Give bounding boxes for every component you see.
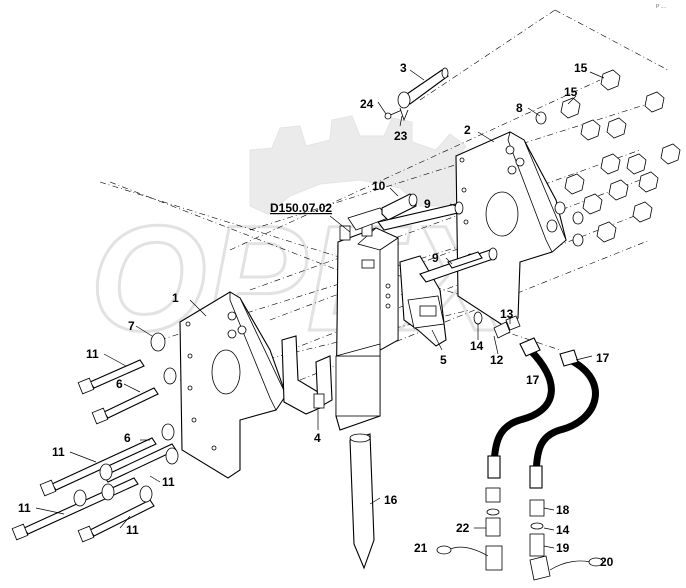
bracket-4 (281, 335, 333, 415)
callout-10: 10 (372, 179, 386, 193)
corner-mark: P .... (656, 4, 666, 10)
side-plate-left (179, 291, 287, 479)
callout-13: 13 (500, 307, 514, 321)
callout-9a: 9 (424, 197, 431, 211)
callout-17b: 17 (596, 351, 610, 365)
callout-5: 5 (440, 353, 447, 367)
couplings (436, 487, 604, 581)
callout-20: 20 (600, 555, 614, 569)
callout-11b: 11 (52, 445, 65, 459)
reference-label: D150.07.02 (270, 201, 332, 215)
callout-19: 19 (556, 541, 570, 555)
reference-label-leader (329, 215, 351, 233)
callout-11c: 11 (162, 475, 175, 489)
callout-9b: 9 (432, 251, 439, 265)
callout-7: 7 (128, 319, 135, 333)
callout-15b: 15 (564, 85, 578, 99)
pins (377, 193, 498, 283)
callout-16: 16 (384, 493, 398, 507)
callout-2: 2 (464, 123, 471, 137)
callout-11d: 11 (18, 501, 31, 515)
bolts-left (11, 332, 179, 543)
callout-4: 4 (314, 431, 321, 445)
callout-8: 8 (516, 101, 523, 115)
callout-1: 1 (172, 291, 179, 305)
breaker-body (335, 207, 399, 431)
leader-lines (35, 69, 605, 549)
callout-24: 24 (360, 97, 374, 111)
watermark: OPEX (89, 115, 516, 364)
callout-6b: 6 (124, 431, 131, 445)
bracket-5 (399, 255, 447, 347)
callout-12: 12 (490, 353, 504, 367)
callout-11a: 11 (86, 347, 99, 361)
chisel-tool (349, 433, 375, 570)
callout-23: 23 (394, 129, 408, 143)
nuts-and-washers (535, 69, 681, 247)
fittings (473, 311, 521, 339)
watermark-gear (249, 115, 499, 215)
callout-14b: 14 (556, 523, 570, 537)
hoses (487, 337, 599, 489)
callout-3: 3 (400, 61, 407, 75)
upper-pin (384, 67, 449, 122)
callout-15a: 15 (574, 61, 588, 75)
callout-22: 22 (456, 521, 470, 535)
callout-21: 21 (414, 541, 428, 555)
callout-11e: 11 (126, 523, 139, 537)
callout-17a: 17 (526, 373, 540, 387)
callout-18: 18 (556, 503, 570, 517)
callouts: 1 2 3 4 5 6 6 7 8 9 9 10 11 11 11 11 11 … (18, 61, 614, 569)
callout-6a: 6 (116, 377, 123, 391)
callout-14a: 14 (470, 339, 484, 353)
